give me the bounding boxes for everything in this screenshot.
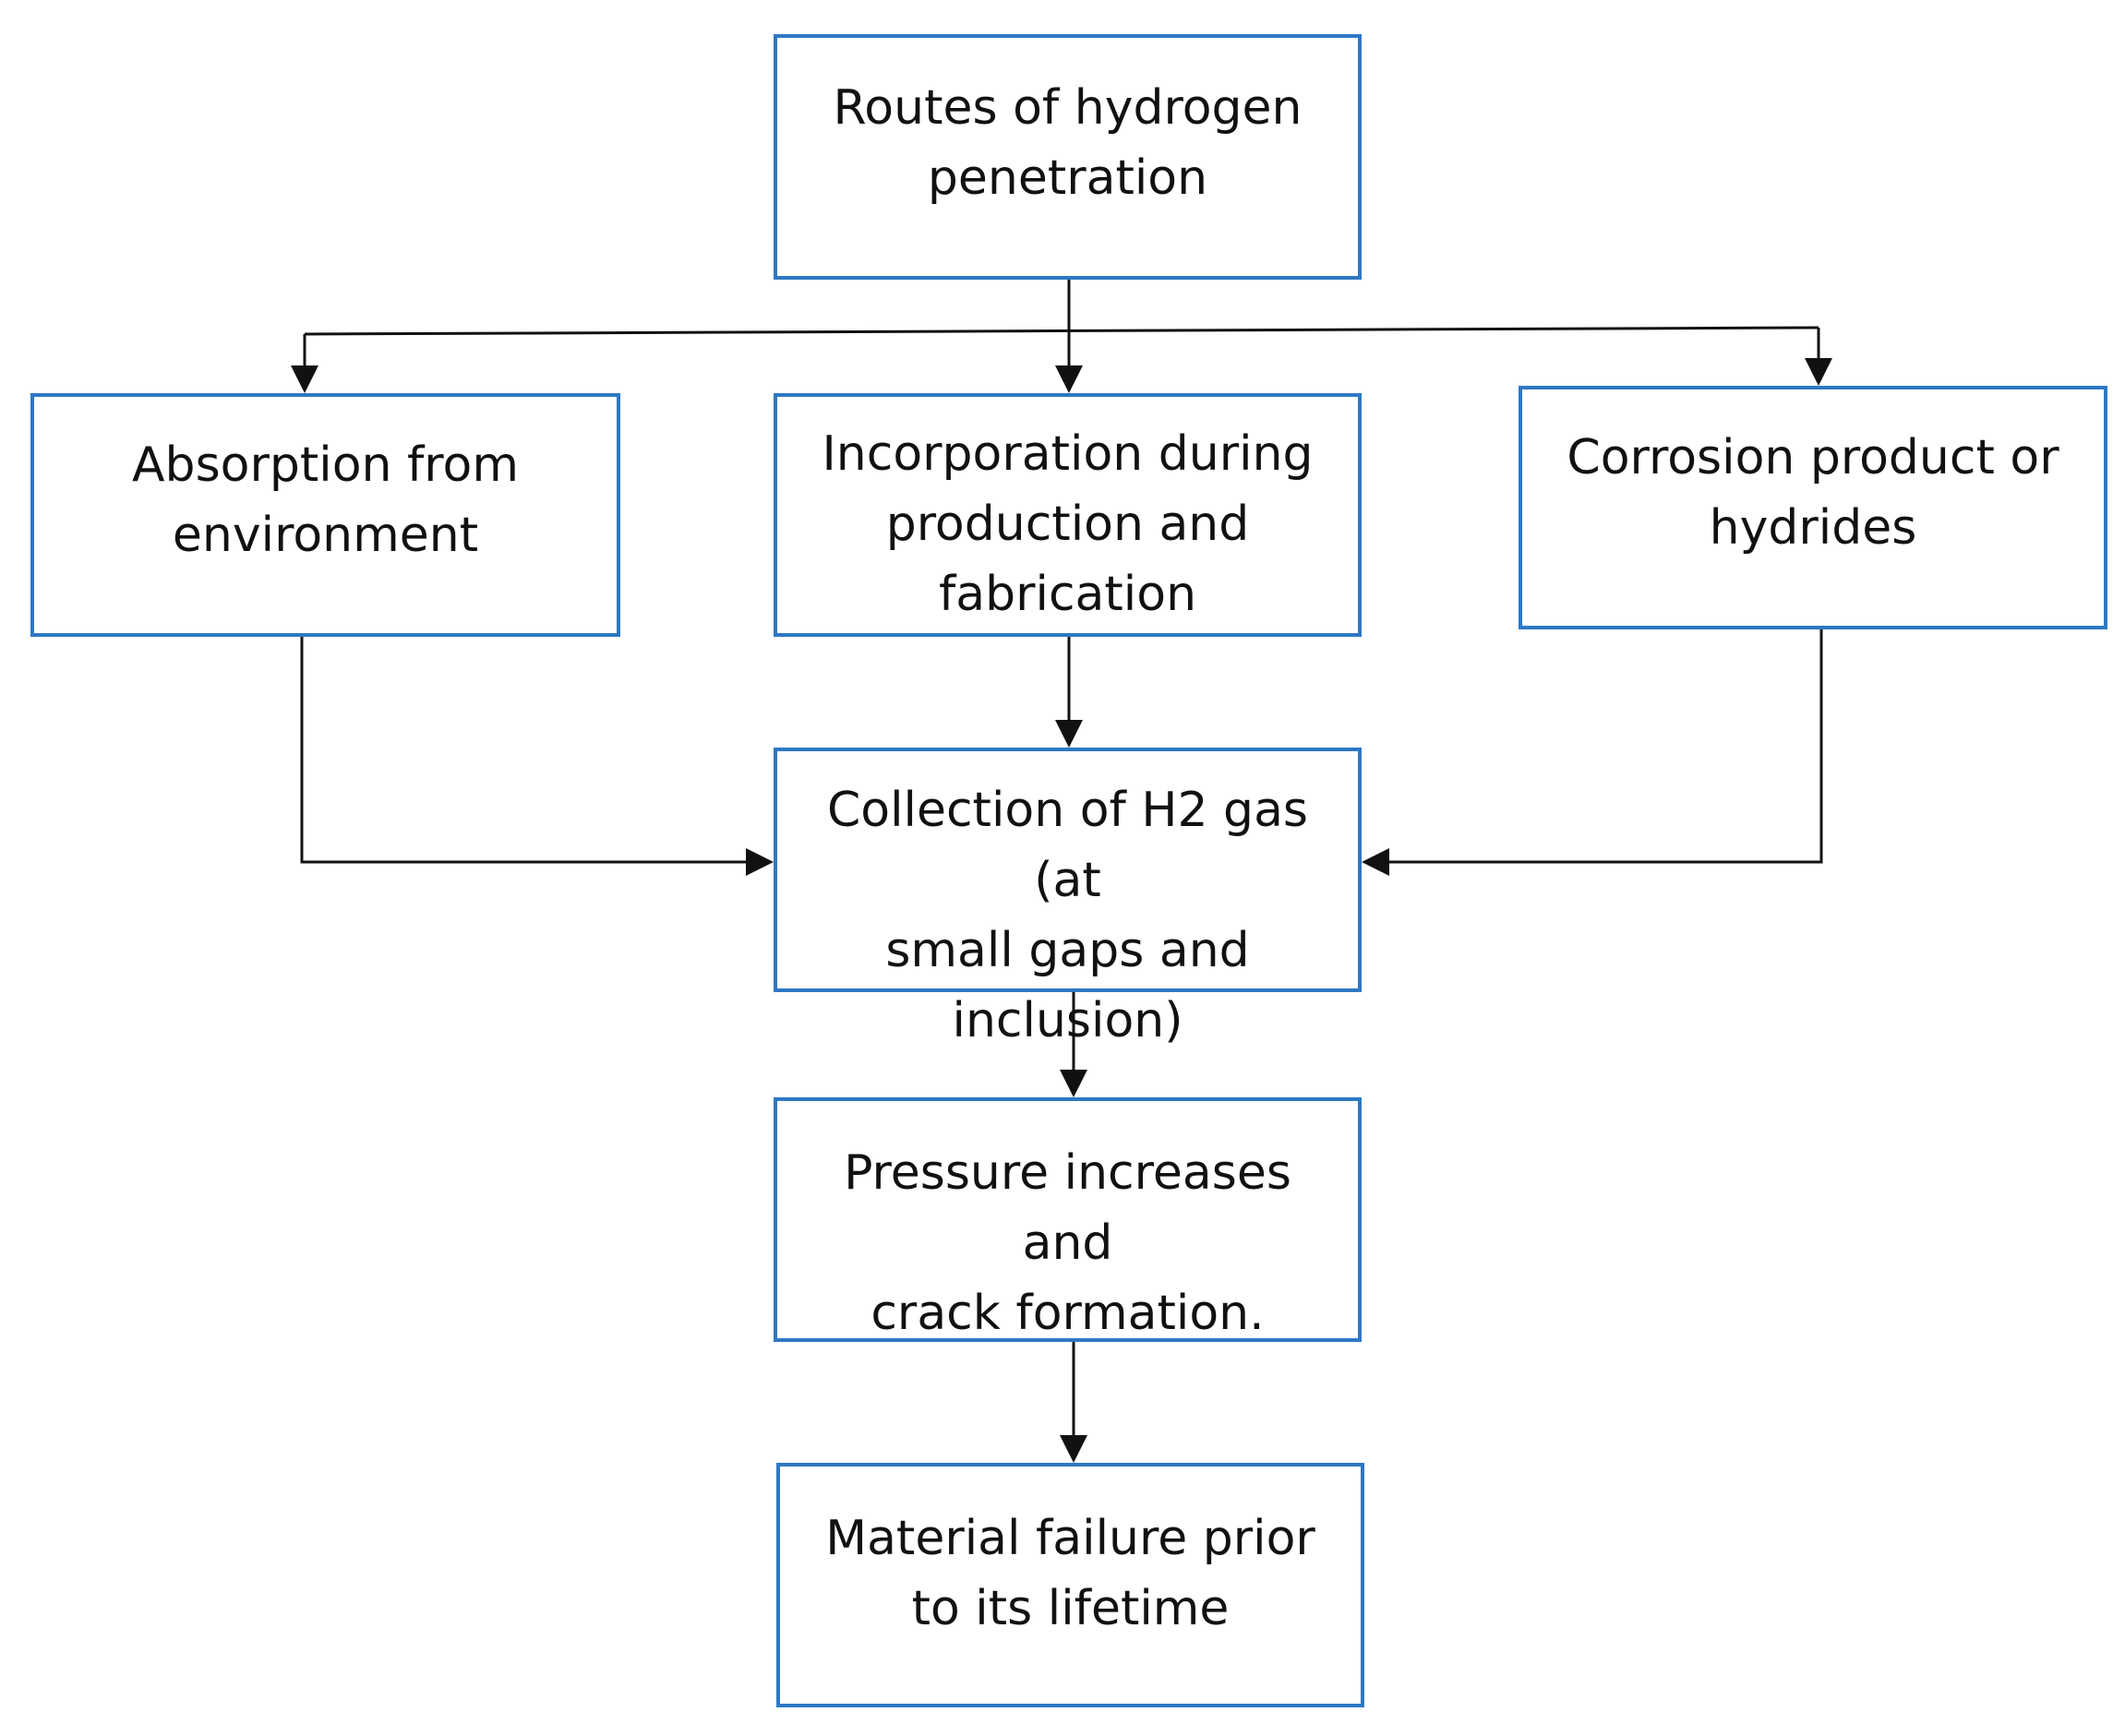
node-corrosion-product-or-hydrides: Corrosion product or hydrides xyxy=(1519,386,2107,629)
node-incorporation-during-production: Incorporation during production and fabr… xyxy=(774,393,1362,637)
node-pressure-increases-crack-formation: Pressure increases and crack formation. xyxy=(774,1097,1362,1342)
node-label: Material failure prior to its lifetime xyxy=(825,1511,1315,1636)
node-label: Incorporation during production and fabr… xyxy=(822,426,1314,622)
node-label: Collection of H2 gas (at small gaps and … xyxy=(826,783,1309,1048)
node-label: Pressure increases and crack formation. xyxy=(844,1145,1291,1341)
node-collection-of-h2-gas: Collection of H2 gas (at small gaps and … xyxy=(774,748,1362,1048)
arrow-corrosion-to-collection xyxy=(1362,629,1823,876)
node-routes-of-hydrogen-penetration: Routes of hydrogen penetration xyxy=(774,34,1362,280)
arrow-absorption-to-collection xyxy=(300,637,774,876)
node-absorption-from-environment: Absorption from environment xyxy=(30,393,620,637)
node-label: Routes of hydrogen penetration xyxy=(833,80,1303,206)
connector-branch-line xyxy=(304,326,1819,336)
node-material-failure: Material failure prior to its lifetime xyxy=(776,1463,1364,1707)
node-label: Corrosion product or hydrides xyxy=(1567,430,2059,556)
node-label: Absorption from environment xyxy=(131,437,520,563)
